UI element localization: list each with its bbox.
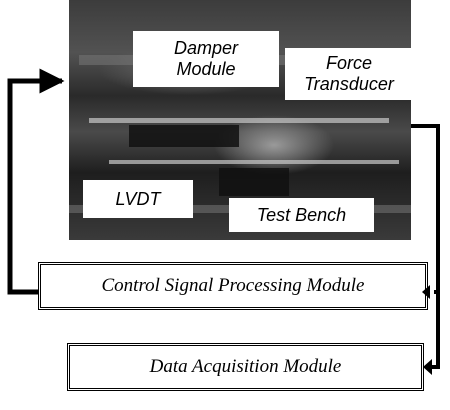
control-signal-processing-module: Control Signal Processing Module	[38, 262, 428, 310]
control-feedback-arrow	[7, 68, 65, 295]
damper-module-label: Damper Module	[133, 31, 279, 87]
force-transducer-label: Force Transducer	[285, 48, 413, 100]
data-acquisition-module: Data Acquisition Module	[67, 343, 424, 391]
arrow-head-control	[422, 285, 430, 299]
sensor-to-control-arrow	[411, 124, 440, 294]
test-bench-label: Test Bench	[229, 198, 374, 232]
lvdt-label: LVDT	[83, 180, 193, 218]
control-to-acquisition-arrow	[430, 292, 440, 369]
arrow-head-acquisition	[423, 359, 432, 375]
